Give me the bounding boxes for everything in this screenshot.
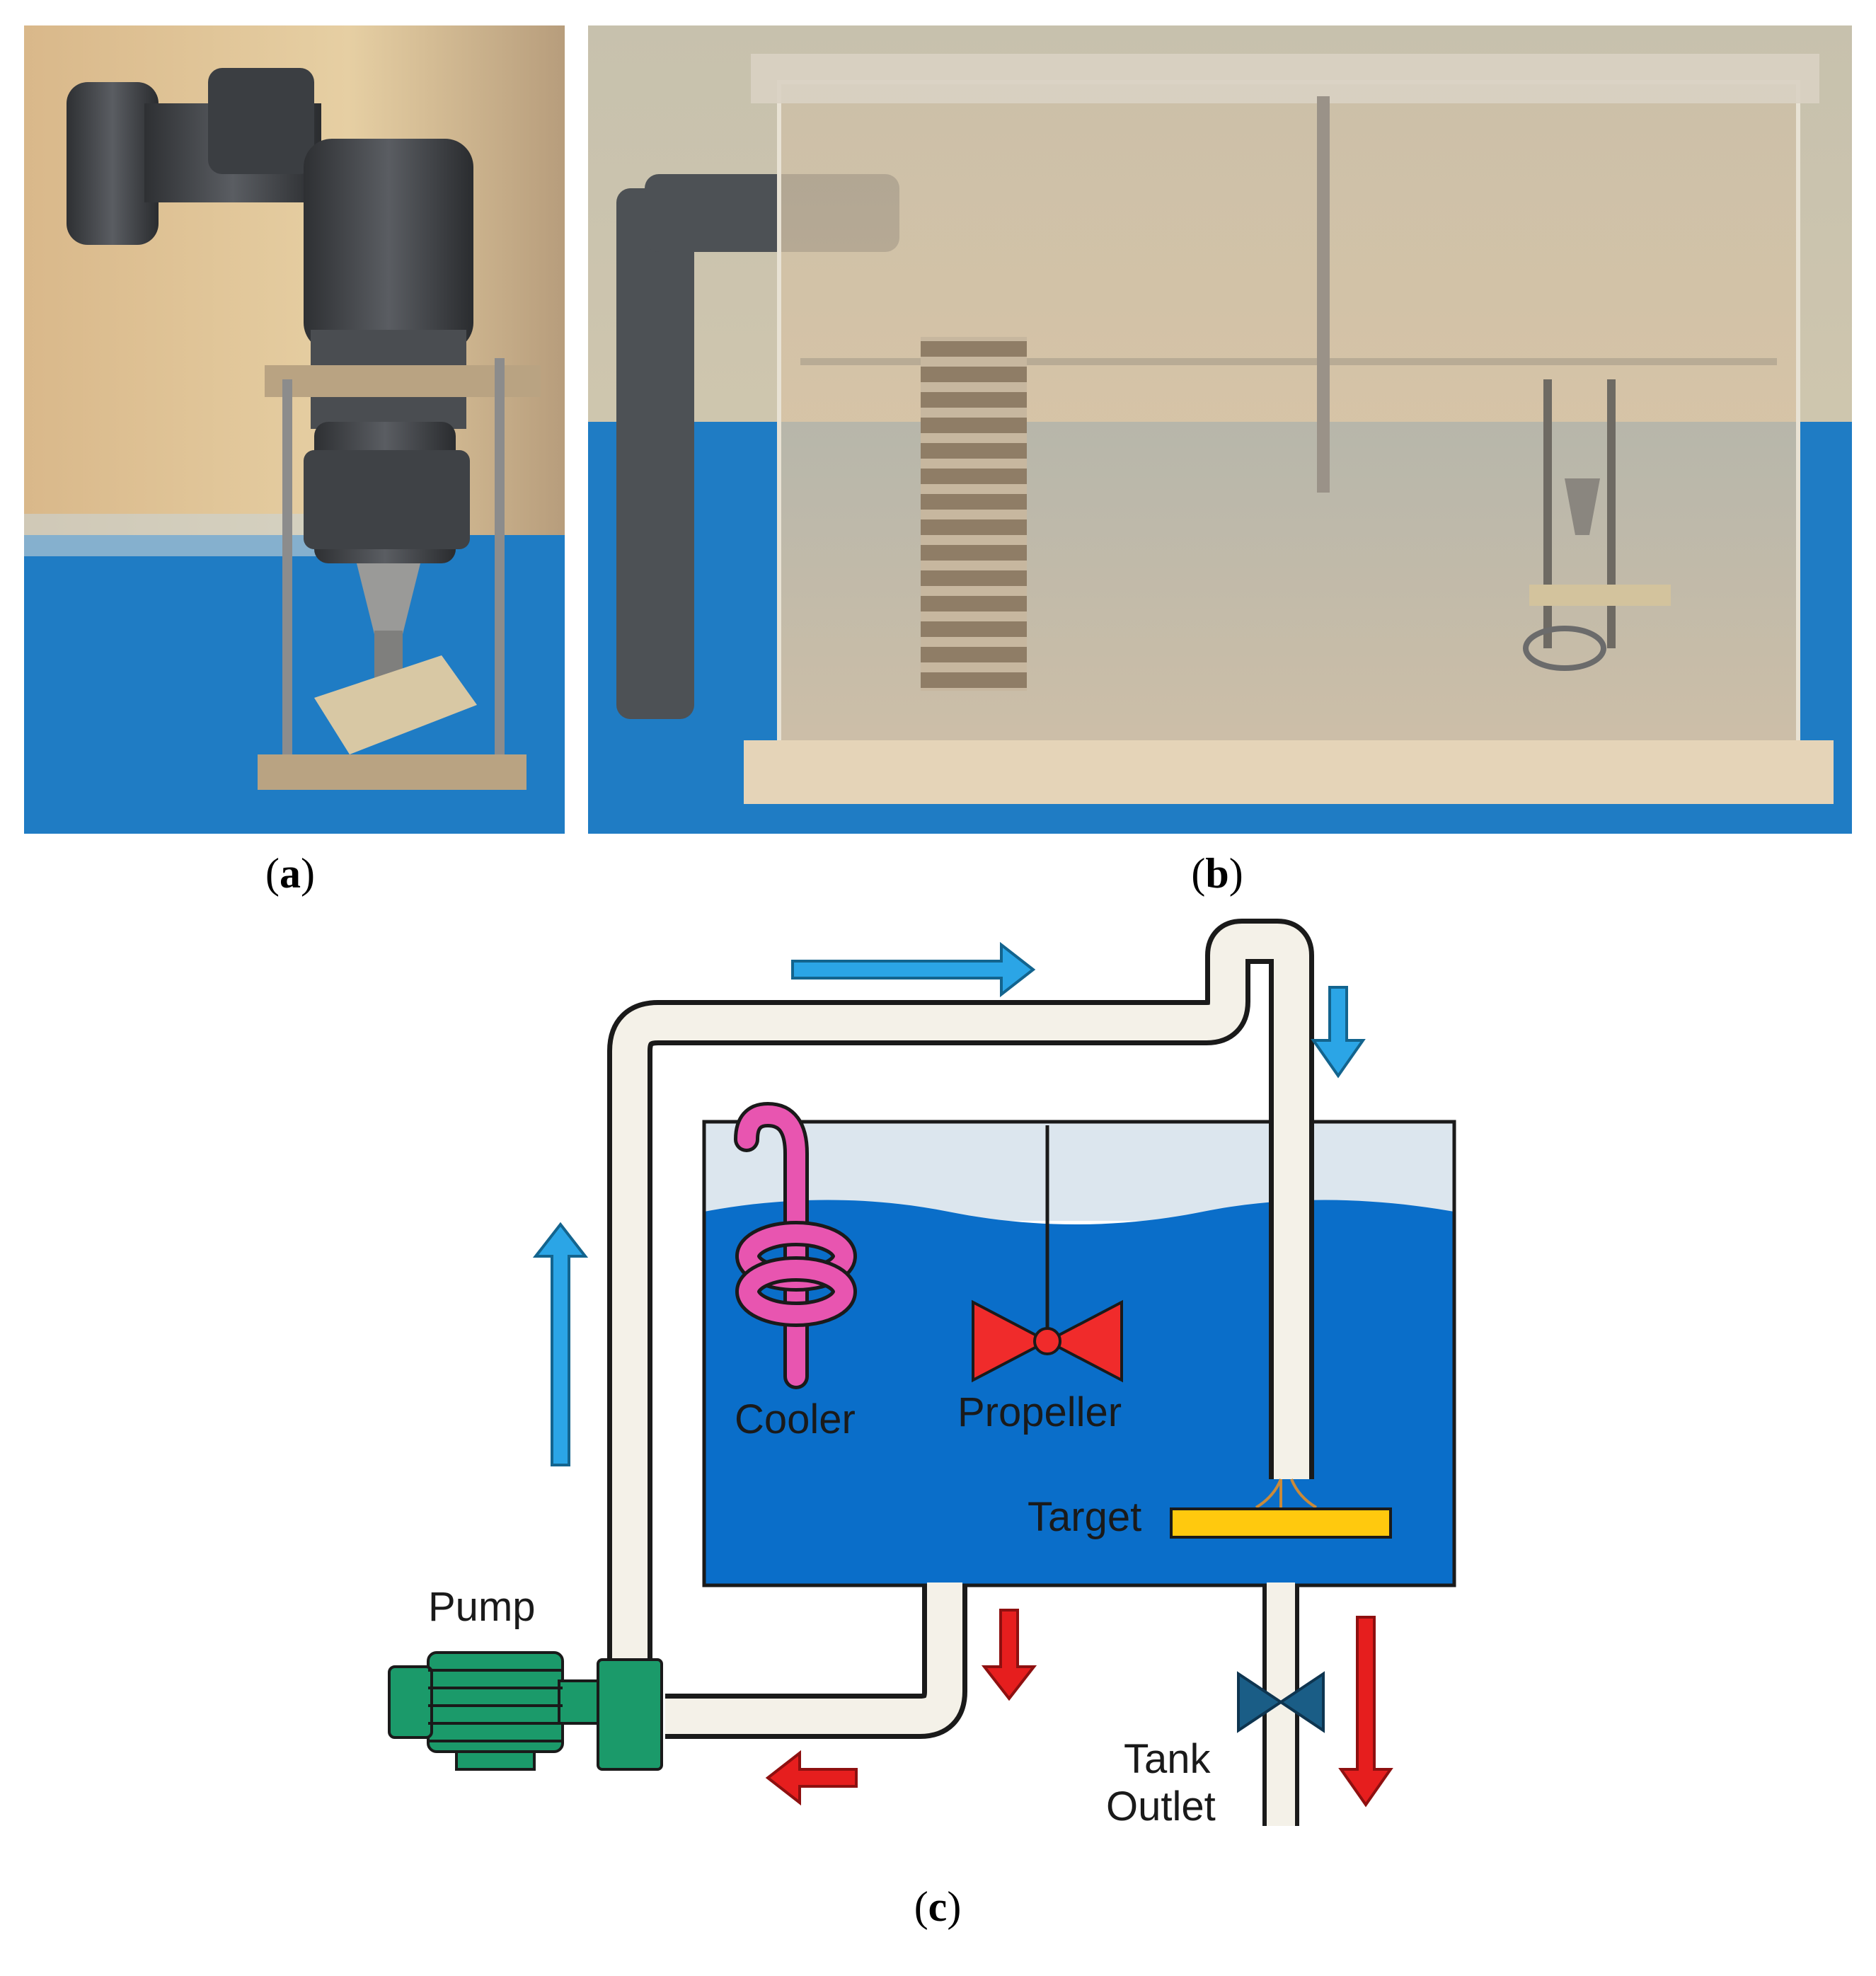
caption-a: (a) — [265, 850, 315, 897]
inflow-arrow-up — [532, 1222, 589, 1466]
label-tank: Tank — [1124, 1736, 1212, 1782]
schematic-diagram: Cooler Propeller Target Pump Tank Outlet — [0, 906, 1876, 1829]
outflow-arrow-outlet — [1338, 1616, 1393, 1808]
target-icon — [1170, 1478, 1392, 1539]
pump-icon — [388, 1651, 663, 1771]
outflow-arrow-suction — [981, 1609, 1037, 1701]
label-pump: Pump — [428, 1584, 536, 1630]
photo-target-assembly — [24, 25, 565, 834]
tank-outline — [702, 1120, 1456, 1587]
inflow-arrow-down — [1311, 986, 1366, 1079]
photo-tank-setup — [588, 25, 1852, 834]
label-target: Target — [1028, 1494, 1141, 1540]
propeller-icon — [972, 1125, 1123, 1383]
caption-b: (b) — [1191, 850, 1243, 897]
label-propeller: Propeller — [957, 1389, 1122, 1435]
cooler-icon — [734, 1101, 857, 1389]
suction-pipe — [665, 1585, 967, 1739]
label-cooler: Cooler — [735, 1396, 856, 1442]
caption-c: (c) — [914, 1883, 962, 1930]
label-outlet: Outlet — [1106, 1783, 1216, 1826]
valve-icon — [1237, 1671, 1284, 1733]
inflow-arrow-top — [791, 941, 1036, 998]
outflow-arrow-left — [765, 1750, 858, 1806]
tank-water — [704, 1200, 1454, 1585]
